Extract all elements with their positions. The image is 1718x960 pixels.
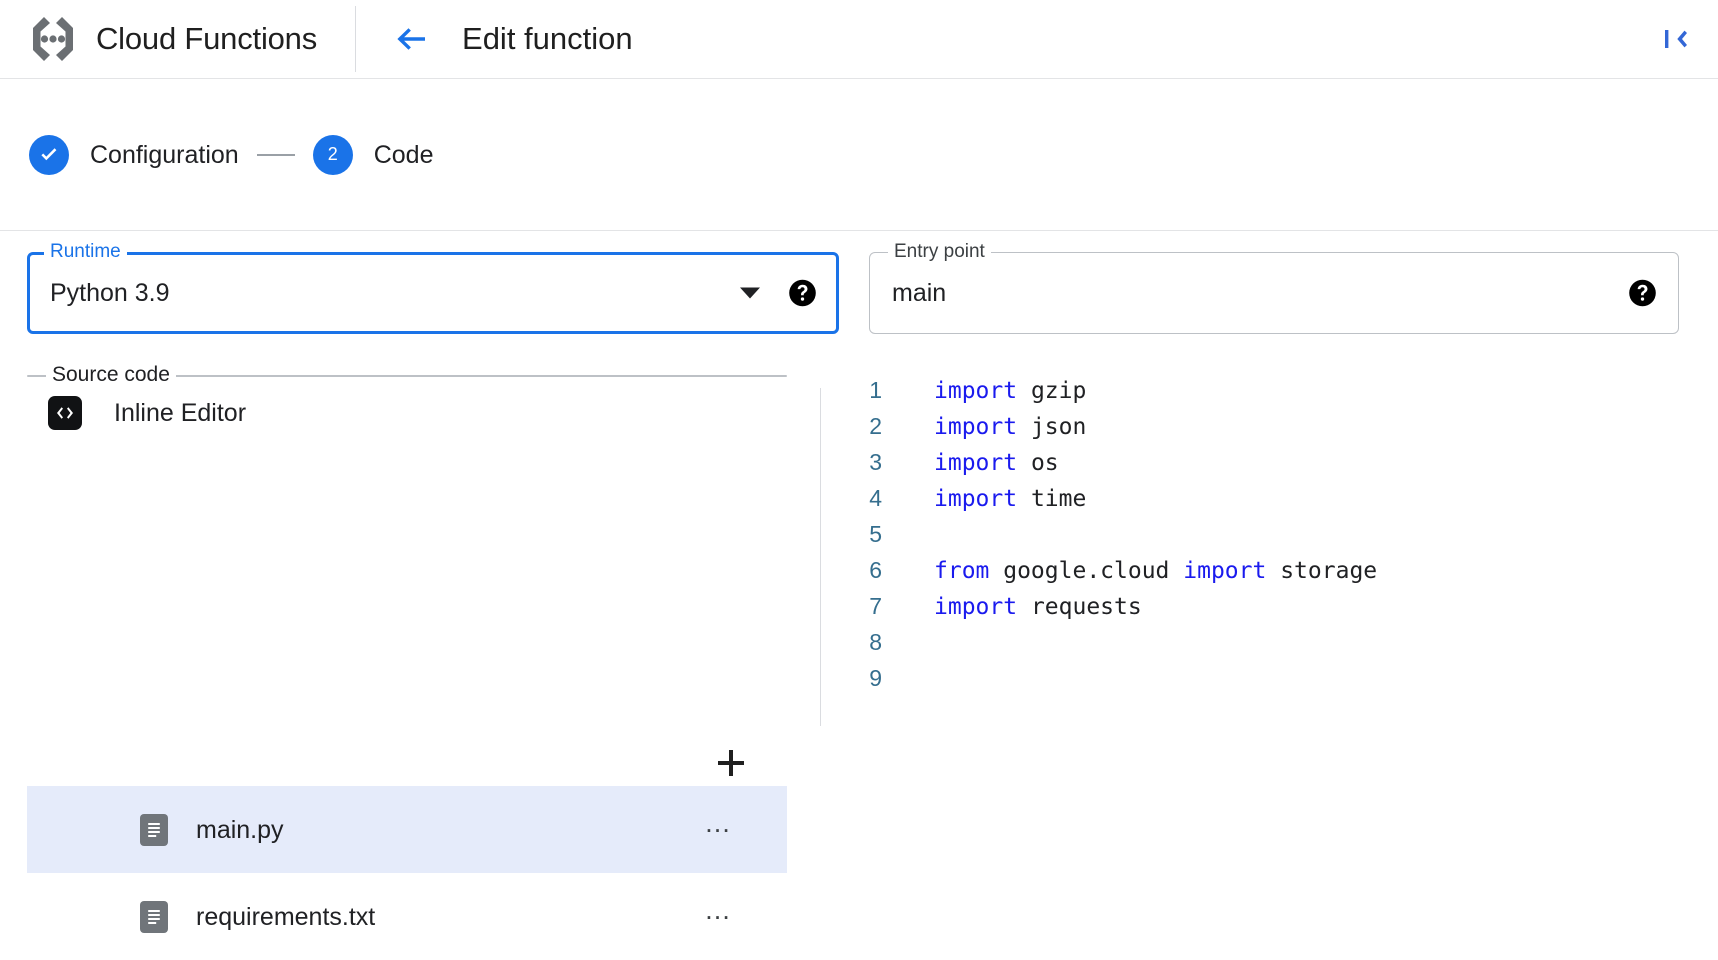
code-line-number: 5 bbox=[869, 521, 882, 547]
source-code-outline bbox=[27, 375, 787, 377]
step-configuration[interactable]: Configuration bbox=[29, 134, 239, 175]
code-line-text: import os bbox=[934, 445, 1059, 481]
code-token: json bbox=[1017, 414, 1087, 440]
code-keyword: import bbox=[934, 594, 1018, 620]
code-line-number: 7 bbox=[869, 593, 882, 619]
code-line[interactable]: 9 bbox=[840, 660, 1700, 696]
source-code-value: Inline Editor bbox=[114, 399, 247, 427]
file-name: requirements.txt bbox=[196, 902, 376, 931]
entry-point-outline bbox=[869, 252, 1679, 334]
runtime-label: Runtime bbox=[44, 240, 127, 264]
code-line-number: 8 bbox=[869, 629, 882, 655]
code-step-content: Runtime Python 3.9 Entry point main bbox=[0, 232, 1718, 933]
code-keyword: from bbox=[934, 558, 990, 584]
code-token: os bbox=[1017, 450, 1059, 476]
code-line[interactable]: 7 import requests bbox=[840, 588, 1700, 624]
code-line-text: import time bbox=[934, 481, 1086, 517]
more-horiz-icon[interactable]: … bbox=[704, 807, 733, 838]
collapse-panel-button[interactable] bbox=[1654, 16, 1700, 62]
cloud-functions-edit-page: Cloud Functions Edit function bbox=[0, 0, 1718, 933]
code-token: gzip bbox=[1017, 378, 1087, 404]
code-line-number: 2 bbox=[869, 413, 882, 439]
code-keyword: import bbox=[934, 378, 1018, 404]
file-document-icon bbox=[140, 900, 168, 933]
runtime-value: Python 3.9 bbox=[50, 279, 170, 307]
step-code-marker: 2 bbox=[312, 134, 353, 175]
code-line[interactable]: 6 from google.cloud import storage bbox=[840, 552, 1700, 588]
code-keyword: import bbox=[1183, 558, 1267, 584]
code-token: google.cloud bbox=[989, 558, 1184, 584]
arrow-left-icon bbox=[393, 24, 429, 54]
code-keyword: import bbox=[934, 450, 1018, 476]
file-document-icon bbox=[140, 813, 168, 846]
code-line-number: 1 bbox=[869, 377, 882, 403]
editor-divider bbox=[820, 388, 821, 726]
step-configuration-label: Configuration bbox=[90, 140, 239, 169]
code-token: requests bbox=[1017, 594, 1142, 620]
code-token: storage bbox=[1266, 558, 1378, 584]
entry-point-input[interactable]: Entry point main bbox=[869, 240, 1679, 334]
step-code-label: Code bbox=[373, 140, 434, 169]
code-line[interactable]: 5 bbox=[840, 516, 1700, 552]
wizard-stepper: Configuration 2 Code bbox=[0, 79, 1718, 231]
source-code-select[interactable]: Source code Inline Editor bbox=[27, 363, 787, 451]
code-keyword: import bbox=[934, 486, 1018, 512]
source-code-label: Source code bbox=[46, 363, 176, 387]
code-line[interactable]: 1 import gzip bbox=[840, 372, 1700, 408]
code-line[interactable]: 3 import os bbox=[840, 444, 1700, 480]
code-token: time bbox=[1017, 486, 1087, 512]
appbar-divider bbox=[355, 6, 357, 72]
code-line-text: from google.cloud import storage bbox=[934, 553, 1377, 589]
source-code-row: Inline Editor bbox=[27, 375, 787, 451]
page-title: Edit function bbox=[462, 21, 633, 56]
check-icon bbox=[37, 143, 61, 167]
code-keyword: import bbox=[934, 414, 1018, 440]
code-line-number: 6 bbox=[869, 557, 882, 583]
plus-icon bbox=[715, 747, 747, 779]
product-title: Cloud Functions bbox=[96, 21, 318, 56]
file-list-item-main-py[interactable]: main.py … bbox=[27, 786, 787, 873]
step-code[interactable]: 2 Code bbox=[312, 134, 434, 175]
entry-point-value: main bbox=[892, 279, 947, 307]
code-line-text: import requests bbox=[934, 589, 1142, 625]
step-configuration-marker bbox=[29, 134, 69, 175]
runtime-select[interactable]: Runtime Python 3.9 bbox=[27, 240, 839, 334]
chevron-down-icon[interactable] bbox=[740, 287, 760, 299]
collapse-panel-icon bbox=[1660, 24, 1694, 54]
add-file-button[interactable] bbox=[705, 737, 757, 789]
code-line-text: import json bbox=[934, 409, 1086, 445]
code-editor[interactable]: 1 import gzip 2 import json 3 import os 4 impor… bbox=[840, 372, 1700, 696]
code-brackets-icon bbox=[48, 396, 82, 430]
code-line-number: 3 bbox=[869, 449, 882, 475]
entry-point-label: Entry point bbox=[888, 240, 991, 264]
cloud-functions-logo-icon bbox=[22, 13, 84, 65]
entry-point-help-icon[interactable] bbox=[1628, 279, 1657, 308]
code-line[interactable]: 8 bbox=[840, 624, 1700, 660]
code-line-text: import gzip bbox=[934, 373, 1086, 409]
more-horiz-icon[interactable]: … bbox=[704, 894, 733, 925]
code-line-number: 9 bbox=[869, 665, 882, 691]
file-name: main.py bbox=[196, 815, 284, 844]
code-line[interactable]: 4 import time bbox=[840, 480, 1700, 516]
code-line[interactable]: 2 import json bbox=[840, 408, 1700, 444]
runtime-help-icon[interactable] bbox=[788, 279, 817, 308]
app-bar: Cloud Functions Edit function bbox=[0, 0, 1718, 79]
file-list-item-requirements-txt[interactable]: requirements.txt … bbox=[27, 873, 787, 960]
back-button[interactable] bbox=[388, 16, 434, 62]
step-connector bbox=[256, 153, 295, 156]
code-line-number: 4 bbox=[869, 485, 882, 511]
